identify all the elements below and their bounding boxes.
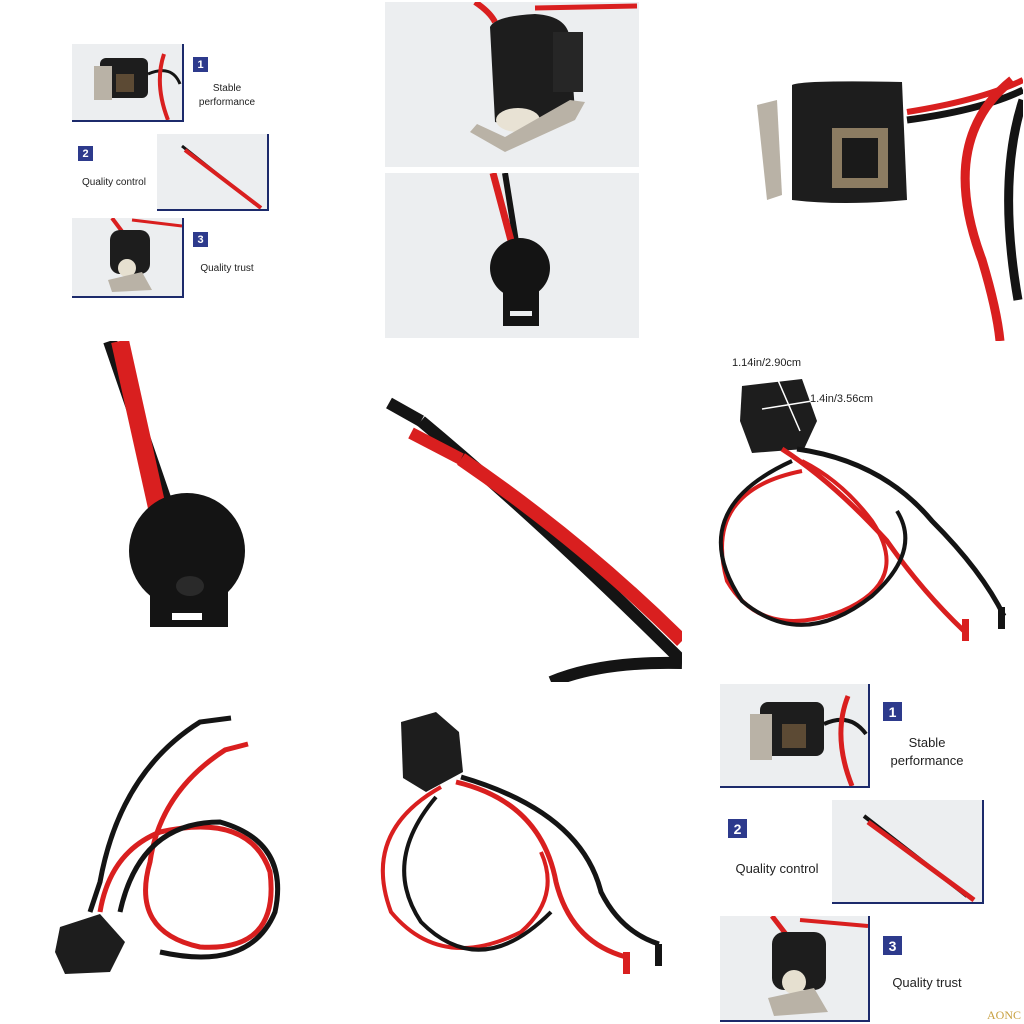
wire-ends-illustration-large — [386, 397, 682, 682]
sensor-bottom-illustration — [489, 173, 550, 326]
wire-ends-illustration-small-panel — [862, 814, 976, 902]
clip-closeup-cell — [682, 0, 1023, 341]
sensor-loop-illustration — [55, 715, 281, 974]
sensor-front-illustration-large — [768, 916, 868, 1016]
dimensions-cell: 1.14in/2.90cm 1.4in/3.56cm — [682, 341, 1023, 682]
feature-number-2-large: 2 — [728, 819, 747, 838]
clip-sensor-illustration-large — [750, 695, 868, 786]
sensor-front-photo — [72, 218, 184, 298]
sensor-bottom-view-illustration — [103, 341, 245, 627]
feature-label-2: Quality control — [82, 177, 146, 188]
wire-ends-photo — [157, 134, 269, 211]
sensor-wire-loop-cell — [341, 682, 682, 1023]
feature-label-1-large-line2: performance — [890, 752, 964, 768]
sensor-bottom-photo — [385, 173, 639, 338]
sensor-detail-cell — [341, 0, 682, 341]
width-dimension-label: 1.4in/3.56cm — [810, 393, 873, 405]
clip-closeup-illustration — [757, 76, 1023, 341]
feature-number-1: 1 — [193, 57, 208, 72]
sensor-clip-closeup-illustration — [470, 2, 638, 152]
watermark: AONC — [986, 1008, 1021, 1022]
sensor-front-photo-large — [720, 916, 870, 1022]
height-dimension-label: 1.14in/2.90cm — [732, 357, 802, 369]
wire-ends-illustration — [181, 144, 263, 209]
feature-label-1: Stable performance — [186, 82, 268, 109]
wire-ends-cell — [341, 341, 682, 682]
feature-label-1-line1: Stable — [212, 83, 242, 94]
feature-number-3-large: 3 — [883, 936, 902, 955]
sensor-clip-closeup-photo — [385, 2, 639, 167]
sensor-front-illustration — [108, 218, 182, 292]
wire-ends-photo-large — [832, 800, 984, 904]
feature-label-1-line2: performance — [198, 96, 256, 108]
feature-label-3: Quality trust — [200, 263, 254, 274]
sensor-wire-loop-illustration — [380, 712, 662, 974]
clip-sensor-photo — [72, 44, 184, 122]
feature-number-2: 2 — [78, 146, 93, 161]
feature-label-1-large: Stable performance — [877, 734, 977, 769]
dimensioned-sensor-illustration — [718, 370, 1007, 641]
feature-number-1-large: 1 — [883, 702, 902, 721]
feature-label-1-large-line1: Stable — [908, 735, 946, 750]
feature-panel-large: 1 Stable performance 2 Quality control 3… — [682, 682, 1023, 1023]
feature-number-3: 3 — [193, 232, 208, 247]
feature-label-2-large: Quality control — [735, 861, 819, 876]
clip-sensor-illustration — [94, 53, 182, 120]
clip-sensor-photo-large — [720, 684, 870, 788]
feature-panel-small: 1 Stable performance 2 Quality control 3… — [0, 0, 341, 341]
sensor-loop-cell — [0, 682, 341, 1023]
sensor-bottom-view-cell — [0, 341, 341, 682]
feature-label-3-large: Quality trust — [892, 975, 962, 990]
